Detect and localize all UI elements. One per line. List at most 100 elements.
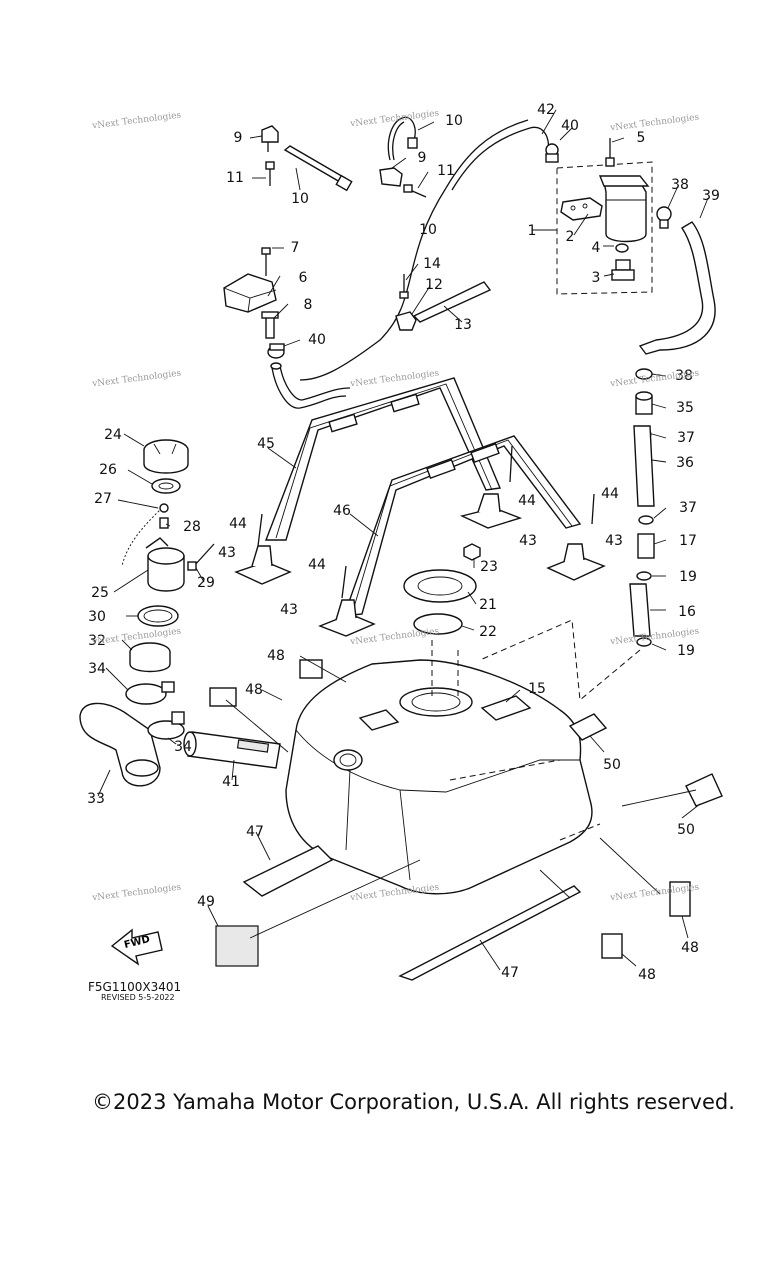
callout: 38	[671, 177, 689, 193]
callout: 44	[518, 493, 536, 509]
pad-50-a	[568, 713, 608, 741]
fwd-arrow-icon	[110, 928, 163, 966]
pad-47-top	[242, 845, 334, 897]
callout: 38	[675, 368, 693, 384]
callout: 37	[679, 500, 697, 516]
hose-16	[629, 583, 651, 637]
leader-lines	[97, 109, 709, 971]
callout: 11	[226, 170, 244, 186]
clip-12	[395, 311, 417, 331]
joint-17	[637, 533, 655, 559]
cover-6	[223, 273, 277, 313]
hose-39	[638, 221, 716, 355]
callout: 36	[676, 455, 694, 471]
filler-neck-25	[145, 537, 185, 592]
screw-5	[605, 138, 615, 167]
callout: 22	[479, 624, 497, 640]
bracket-43-a	[234, 545, 292, 585]
callout: 5	[636, 130, 646, 146]
nut-23	[463, 543, 481, 561]
hose-41	[183, 731, 281, 769]
callout: 40	[308, 332, 326, 348]
bolt-29	[187, 543, 215, 571]
hose-to-tank	[270, 362, 351, 409]
cable-tie-10-middle	[387, 116, 418, 161]
bracket-43-d	[546, 543, 606, 581]
diagram-code: F5G1100X3401	[88, 980, 182, 994]
filler-hose-33	[79, 702, 161, 787]
callout: 45	[257, 436, 275, 452]
callout: 44	[229, 516, 247, 532]
pad-48-a	[299, 659, 323, 679]
bolt-11-middle	[403, 184, 427, 198]
callout: 48	[245, 682, 263, 698]
callout: 43	[218, 545, 236, 561]
pad-48-d	[669, 881, 691, 917]
pad-47-bottom	[398, 885, 582, 981]
callout: 29	[197, 575, 215, 591]
callout: 35	[676, 400, 694, 416]
pad-48-b	[209, 687, 237, 707]
callout: 44	[601, 486, 619, 502]
bracket-43-b	[318, 599, 376, 637]
callout: 21	[479, 597, 497, 613]
fuel-filter-body	[598, 175, 650, 243]
callout: 14	[423, 256, 441, 272]
callout: 32	[88, 633, 106, 649]
revised-date: REVISED 5-5-2022	[101, 993, 175, 1002]
callout: 3	[591, 270, 601, 286]
callout: 41	[222, 774, 240, 790]
bolt-44-c	[509, 445, 513, 483]
callout: 46	[333, 503, 351, 519]
callout: 39	[702, 188, 720, 204]
bolt-44-b	[341, 565, 347, 599]
clip-9-middle	[379, 167, 403, 187]
collar-8	[261, 311, 279, 339]
callout: 40	[561, 118, 579, 134]
callout: 48	[681, 940, 699, 956]
fuel-filter-assembly-box	[556, 161, 653, 295]
callout: 19	[677, 643, 695, 659]
callout: 47	[501, 965, 519, 981]
callout: 33	[87, 791, 105, 807]
callout: 9	[417, 150, 427, 166]
bolt-14	[399, 274, 409, 299]
tether-27	[121, 503, 169, 567]
o-ring-4	[615, 243, 629, 253]
callout: 27	[94, 491, 112, 507]
callout: 50	[603, 757, 621, 773]
bolt-44-d	[591, 493, 595, 525]
callout: 50	[677, 822, 695, 838]
callout: 47	[246, 824, 264, 840]
callout: 49	[197, 894, 215, 910]
callout: 37	[677, 430, 695, 446]
bolt-7	[261, 247, 271, 276]
gasket-22	[413, 613, 463, 635]
screw-28	[159, 517, 169, 529]
callout: 11	[437, 163, 455, 179]
strap-45	[264, 377, 501, 541]
callout: 43	[280, 602, 298, 618]
callout: 48	[267, 648, 285, 664]
pad-50-b	[685, 773, 723, 807]
drain-screw-3	[611, 259, 635, 281]
clamp-38-top	[656, 206, 672, 229]
clamp-40-left	[267, 343, 285, 359]
bolt-11-left	[265, 161, 275, 186]
callout: 12	[425, 277, 443, 293]
clamp-34-top	[125, 681, 175, 705]
filler-cap-24	[143, 439, 189, 474]
cable-tie-13	[412, 281, 492, 323]
callout: 9	[233, 130, 243, 146]
pad-48-c	[601, 933, 623, 959]
callout: 48	[638, 967, 656, 983]
callout: 16	[678, 604, 696, 620]
callout: 7	[290, 240, 300, 256]
cable-tie-10-left	[283, 145, 353, 192]
pad-49	[215, 925, 259, 967]
callout: 42	[537, 102, 555, 118]
callout: 24	[104, 427, 122, 443]
hose-36	[633, 425, 655, 507]
callout: 4	[591, 240, 601, 256]
